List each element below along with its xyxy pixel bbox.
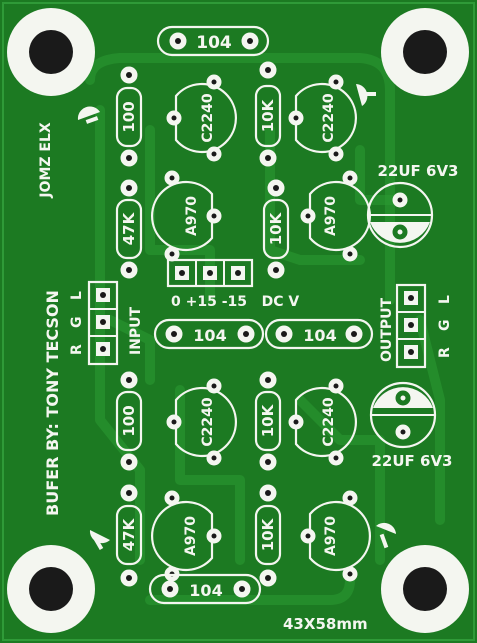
resistor-top-left: 100 <box>115 66 143 167</box>
input-pin-r: R <box>69 344 85 355</box>
resistor-upper-left: 47K <box>115 179 143 279</box>
resistor-bottom-mid-label: 10K <box>259 517 277 551</box>
ground-symbol-icon-bottom-right <box>376 522 396 549</box>
ground-symbol-icon-top-left <box>77 106 100 124</box>
output-pin-r: R <box>437 347 453 358</box>
mount-hole-bottom-left <box>7 545 95 633</box>
capacitor-top-label: 104 <box>196 33 232 53</box>
output-header: R G L OUTPUT <box>379 283 453 369</box>
transistor-top-left: C2240 <box>166 74 237 162</box>
brand-label: JOMZ ELX <box>38 122 54 199</box>
transistor-bottom-right: A970 <box>300 490 371 582</box>
input-header: R G L INPUT <box>69 280 144 366</box>
electrolytic-cap-top-label: 22UF 6V3 <box>377 162 458 180</box>
capacitor-mid-left-label: 104 <box>193 326 226 345</box>
capacitor-bottom: 104 <box>148 573 262 605</box>
ground-symbol-icon-top-right <box>356 84 376 106</box>
resistor-upper-mid-label: 10K <box>267 211 285 245</box>
resistor-top-mid-label: 10K <box>259 98 277 132</box>
resistor-bottom-left-label: 47K <box>120 517 138 551</box>
resistor-lower-left: 100 <box>115 371 143 471</box>
transistor-top-left-label: C2240 <box>200 93 216 142</box>
transistor-top-right-label: C2240 <box>321 93 337 142</box>
input-pin-l: L <box>69 291 85 300</box>
output-label: OUTPUT <box>379 298 395 362</box>
transistor-lower-right-label: C2240 <box>321 397 337 446</box>
output-pin-l: L <box>437 295 453 304</box>
capacitor-bottom-label: 104 <box>189 581 222 600</box>
resistor-lower-mid-label: 10K <box>259 403 277 437</box>
resistor-lower-mid: 10K <box>254 371 282 471</box>
credit-label: BUFER BY: TONY TECSON <box>43 290 62 516</box>
input-label: INPUT <box>128 306 144 355</box>
capacitor-top: 104 <box>156 25 270 57</box>
ground-symbol-icon-bottom-left <box>89 530 110 551</box>
transistor-lower-right: C2240 <box>288 378 357 466</box>
capacitor-mid-right-label: 104 <box>303 326 336 345</box>
mount-hole-bottom-right <box>381 545 469 633</box>
transistor-lower-left: C2240 <box>166 378 237 466</box>
board-size-label: 43X58mm <box>283 615 368 633</box>
power-header: 0 +15 -15 DC V <box>166 258 299 310</box>
transistor-upper-left: A970 <box>151 170 222 262</box>
transistor-bottom-right-label: A970 <box>323 516 339 556</box>
resistor-top-mid: 10K <box>254 61 282 167</box>
resistor-bottom-left: 47K <box>115 484 143 587</box>
transistor-bottom-left: A970 <box>151 490 222 582</box>
transistor-top-right: C2240 <box>288 74 357 162</box>
transistor-upper-left-label: A970 <box>184 196 200 236</box>
output-pin-g: G <box>437 320 453 332</box>
transistor-bottom-left-label: A970 <box>183 516 199 556</box>
resistor-top-left-label: 100 <box>120 101 138 132</box>
capacitor-mid-left: 104 <box>153 318 265 350</box>
capacitor-mid-right: 104 <box>264 318 374 350</box>
resistor-upper-mid: 10K <box>262 179 290 279</box>
transistor-upper-right-label: A970 <box>323 196 339 236</box>
transistor-upper-right: A970 <box>300 170 371 262</box>
mount-hole-top-right <box>381 8 469 96</box>
input-pin-g: G <box>69 317 85 329</box>
electrolytic-cap-top: 22UF 6V3 <box>366 162 459 249</box>
mount-hole-top-left <box>7 8 95 96</box>
resistor-upper-left-label: 47K <box>120 211 138 245</box>
electrolytic-cap-bottom: 22UF 6V3 <box>369 381 453 470</box>
resistor-bottom-mid: 10K <box>254 484 282 587</box>
power-header-label: 0 +15 -15 DC V <box>171 294 299 310</box>
electrolytic-cap-bottom-label: 22UF 6V3 <box>371 452 452 470</box>
transistor-lower-left-label: C2240 <box>200 397 216 446</box>
resistor-lower-left-label: 100 <box>120 405 138 436</box>
